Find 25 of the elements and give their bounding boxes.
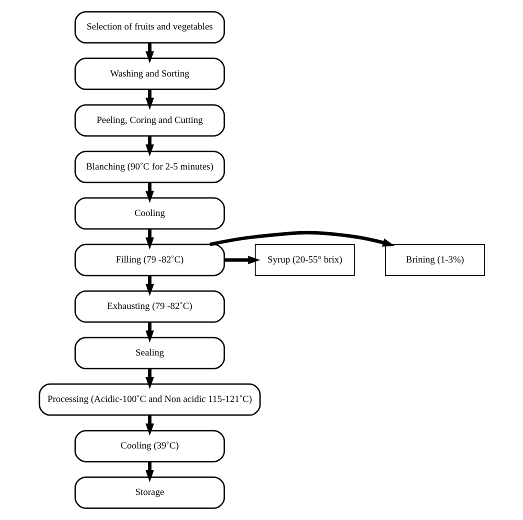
node-box: Cooling xyxy=(74,197,224,230)
node-box: Sealing xyxy=(74,336,224,370)
arrow xyxy=(145,136,154,156)
node-box: Blanching (90˚C for 2-5 minutes) xyxy=(74,150,224,184)
arrow xyxy=(145,42,154,64)
node-box: Exhausting (79 -82˚C) xyxy=(74,290,224,323)
node-box: Syrup (20-55° brix) xyxy=(254,244,354,276)
node-box: Peeling, Coring and Cutting xyxy=(74,104,224,137)
arrow xyxy=(145,182,154,203)
arrow xyxy=(145,229,154,250)
node-box: Filling (79 -82˚C) xyxy=(74,244,224,276)
arrow xyxy=(145,415,154,436)
arrow xyxy=(145,368,154,390)
arrow xyxy=(224,256,260,264)
node-box: Storage xyxy=(74,476,224,509)
node-box: Brining (1-3%) xyxy=(384,244,484,276)
node-box: Processing (Acidic-100˚C and Non acidic 115-121˚C) xyxy=(38,383,260,416)
arrow xyxy=(145,462,154,482)
arrow xyxy=(145,276,154,296)
node-box: Washing and Sorting xyxy=(74,58,224,90)
node-box: Selection of fruits and vegetables xyxy=(74,11,224,44)
arrow xyxy=(209,230,394,247)
arrow xyxy=(145,322,154,343)
arrow xyxy=(145,89,154,110)
node-box: Cooling (39˚C) xyxy=(74,430,224,462)
